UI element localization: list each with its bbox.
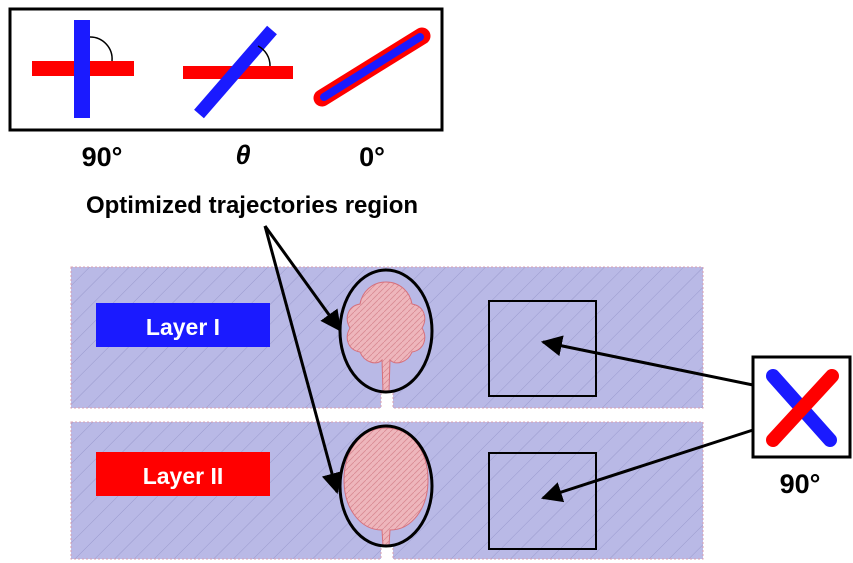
arrow-to-layer-2-detail bbox=[541, 428, 754, 503]
layer-1-detail-box bbox=[488, 300, 597, 397]
orientation-theta-symbol bbox=[183, 25, 293, 119]
layer-1-panel: Layer I bbox=[70, 266, 704, 409]
layer-2-badge bbox=[96, 452, 270, 496]
red-bar bbox=[766, 369, 839, 447]
blue-bar bbox=[74, 20, 90, 118]
layer-2-label: Layer II bbox=[143, 463, 224, 489]
angle-arc bbox=[257, 45, 271, 67]
blue-bar bbox=[320, 33, 424, 101]
layer-2-panel: Layer II bbox=[70, 421, 704, 560]
orientation-legend bbox=[8, 7, 444, 132]
orientation-0-symbol bbox=[313, 27, 431, 107]
angle-label-90: 90° bbox=[82, 142, 123, 172]
layer-1-label: Layer I bbox=[146, 314, 220, 340]
layer-2-detail-box bbox=[488, 452, 597, 550]
callout-label: Optimized trajectories region bbox=[86, 192, 418, 219]
callout-arrows bbox=[263, 225, 343, 495]
arrow-to-layer-1-detail bbox=[540, 335, 754, 387]
blue-bar bbox=[194, 25, 277, 119]
detail-arrows bbox=[540, 335, 754, 503]
arrow-to-layer-2-region bbox=[263, 225, 343, 495]
angle-label-0: 0° bbox=[359, 142, 385, 172]
angle-arc bbox=[89, 36, 113, 62]
angle-label-theta: θ bbox=[235, 140, 250, 170]
layer-1-badge bbox=[96, 303, 270, 347]
detail-orientation-symbol bbox=[751, 355, 852, 459]
arrow-to-layer-1-region bbox=[263, 225, 342, 332]
orientation-90-symbol bbox=[32, 20, 134, 118]
detail-angle-label: 90° bbox=[780, 469, 821, 499]
